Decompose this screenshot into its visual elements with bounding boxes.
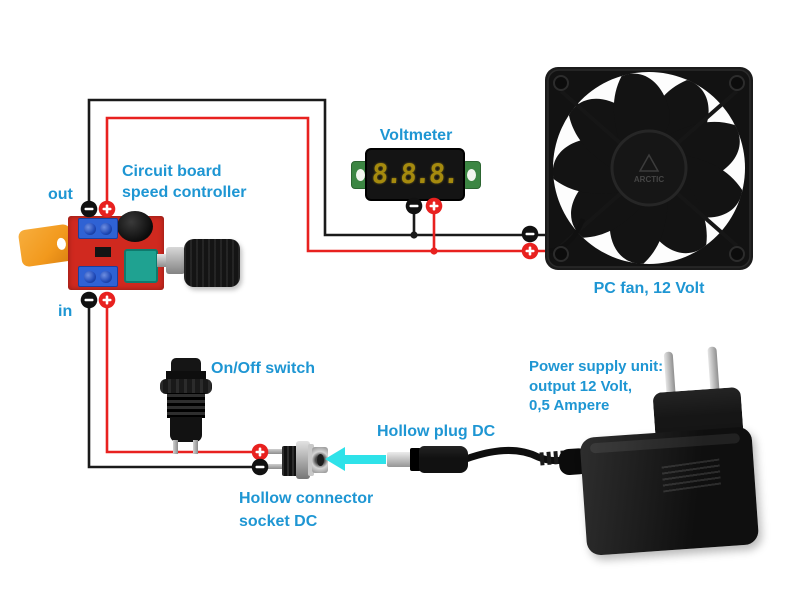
- terminal-block-out: [78, 218, 118, 239]
- label-in: in: [58, 303, 73, 320]
- label-out: out: [48, 186, 73, 203]
- label-controller-line2: speed controller: [122, 184, 247, 201]
- mount-hole: [467, 169, 476, 181]
- plus-terminal-icon: [98, 200, 116, 218]
- switch-collar: [166, 371, 206, 380]
- switch-flange: [160, 379, 212, 394]
- label-voltmeter: Voltmeter: [379, 127, 453, 144]
- minus-terminal-icon: [405, 197, 423, 215]
- fan-lead-wire: [548, 218, 586, 254]
- plug-collar: [410, 448, 421, 471]
- arrow-shaft: [344, 455, 386, 464]
- plus-terminal-icon: [251, 443, 269, 461]
- junction-dot-red: [430, 247, 438, 255]
- socket-pin-minus: [266, 464, 284, 469]
- terminal-screw: [83, 270, 96, 283]
- label-switch: On/Off switch: [211, 360, 315, 377]
- switch-pin: [193, 440, 198, 454]
- inductor: [117, 211, 153, 242]
- terminal-screw: [100, 222, 113, 235]
- socket-rear: [282, 446, 298, 476]
- pc-fan: ARCTIC: [545, 67, 753, 270]
- arrow-left-icon: [325, 447, 345, 471]
- plug-metal-tip: [387, 452, 412, 467]
- fan-hub: [610, 129, 688, 207]
- mount-hole: [356, 169, 365, 181]
- terminal-screw: [100, 270, 113, 283]
- socket-hex-nut: [296, 441, 310, 479]
- label-plug: Hollow plug DC: [377, 423, 496, 440]
- wire-black-in-to-socket: [87, 300, 284, 469]
- minus-terminal-icon: [80, 200, 98, 218]
- plus-terminal-icon: [98, 291, 116, 309]
- switch-pin: [173, 440, 178, 454]
- label-fan: PC fan, 12 Volt: [593, 280, 705, 297]
- label-psu: Power supply unit: output 12 Volt, 0,5 A…: [529, 357, 663, 416]
- minus-terminal-icon: [521, 225, 539, 243]
- label-socket: Hollow connector socket DC: [239, 487, 373, 533]
- fan-corner-screws: [553, 75, 745, 262]
- plus-terminal-icon: [425, 197, 443, 215]
- label-psu-line1: Power supply unit:: [529, 358, 664, 375]
- label-psu-line3: 0,5 Ampere: [529, 397, 610, 414]
- brand-triangle-icon: [638, 153, 660, 172]
- socket-hole: [317, 454, 324, 466]
- wire-black-out-to-fan: [87, 98, 550, 237]
- smd-component: [95, 247, 111, 257]
- pot-nut: [166, 247, 185, 274]
- terminal-screw: [83, 222, 96, 235]
- plug-body: [419, 446, 468, 473]
- potentiometer: [124, 249, 158, 283]
- socket-washer: [308, 444, 314, 476]
- label-psu-line2: output 12 Volt,: [529, 377, 633, 395]
- wire-red-in-to-switch-socket: [105, 300, 284, 454]
- label-socket-line1: Hollow connector: [239, 490, 374, 507]
- socket-pin-plus: [266, 449, 284, 454]
- label-socket-line2: socket DC: [239, 513, 318, 530]
- switch-body: [170, 417, 202, 442]
- label-controller: Circuit board speed controller: [122, 161, 246, 203]
- plus-terminal-icon: [521, 242, 539, 260]
- pot-knob: [184, 239, 240, 287]
- wire-red-out-to-fan: [105, 116, 550, 253]
- label-controller-line1: Circuit board: [122, 163, 222, 180]
- minus-terminal-icon: [251, 458, 269, 476]
- terminal-block-in: [78, 266, 118, 287]
- junction-dot-black: [410, 231, 418, 239]
- fan-hub-brand: ARCTIC: [634, 175, 664, 184]
- minus-terminal-icon: [80, 291, 98, 309]
- switch-button: [171, 358, 201, 373]
- switch-thread: [167, 393, 205, 418]
